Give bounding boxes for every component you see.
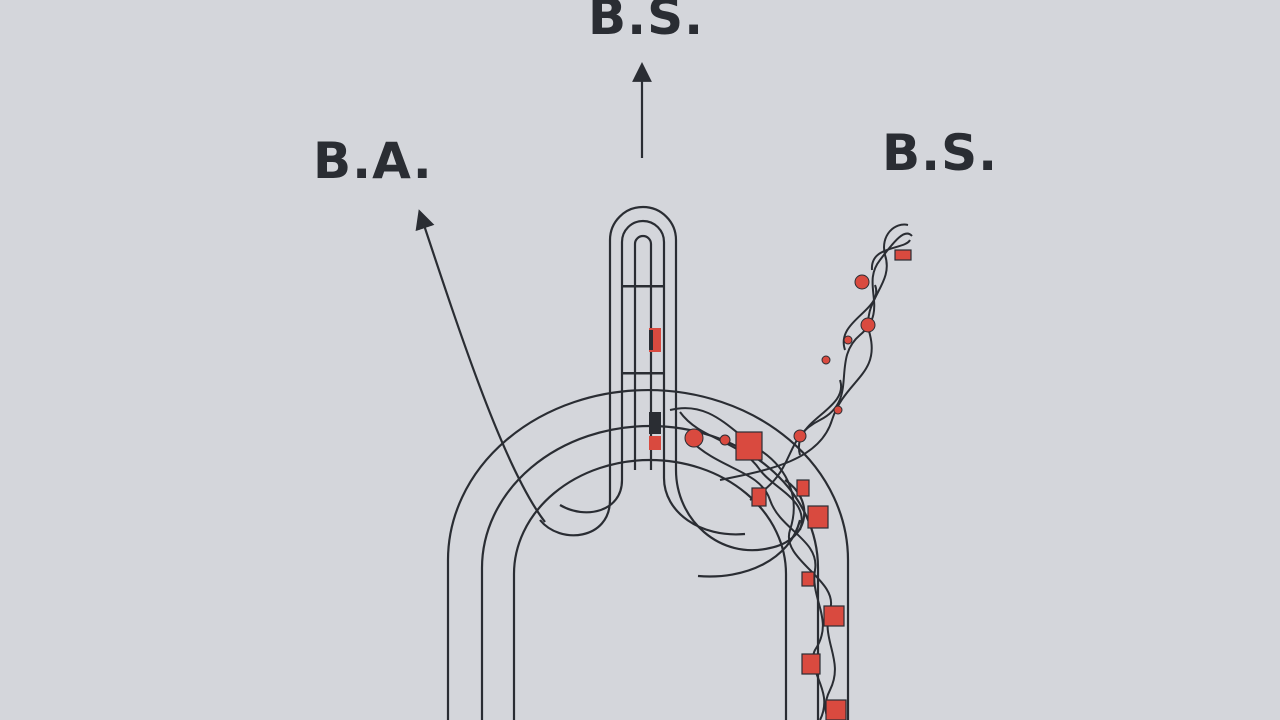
red-dot xyxy=(793,429,807,443)
helix-rung xyxy=(870,239,911,271)
red-marker xyxy=(801,653,821,675)
red-dot xyxy=(684,428,704,448)
red-dot xyxy=(719,434,731,446)
arch-helix-c xyxy=(679,411,803,531)
label-right: B.S. xyxy=(882,124,999,182)
arrow-left xyxy=(415,209,546,523)
stem-band xyxy=(623,372,663,375)
arch-track xyxy=(446,388,850,720)
hairpin-tail-line xyxy=(697,519,802,578)
stem-band-dark xyxy=(649,412,661,434)
helix-rung xyxy=(797,379,843,456)
red-markers xyxy=(735,249,912,720)
stem-band xyxy=(623,285,663,288)
red-marker xyxy=(825,699,847,720)
hairpin-loop xyxy=(539,205,806,578)
red-marker xyxy=(894,249,912,261)
hairpin-middle-line xyxy=(559,219,746,536)
red-dot xyxy=(854,274,870,290)
red-dot xyxy=(833,405,843,415)
red-marker xyxy=(735,431,763,461)
red-marker xyxy=(796,479,810,497)
hairpin-outer-line xyxy=(539,205,806,552)
stem-band-dark xyxy=(649,330,653,350)
red-dots xyxy=(684,274,876,448)
red-dot xyxy=(860,317,876,333)
arch-inner-line xyxy=(512,458,788,720)
red-dot xyxy=(843,335,853,345)
stem-bands xyxy=(623,285,663,450)
red-marker xyxy=(801,571,815,587)
label-top: B.S. xyxy=(588,0,705,46)
hairpin-inner-line xyxy=(633,234,653,470)
label-left: B.A. xyxy=(313,132,433,190)
helix-strand xyxy=(719,223,913,501)
red-dot xyxy=(821,355,831,365)
helix-strand-a xyxy=(749,232,913,501)
red-marker xyxy=(823,605,845,627)
red-marker xyxy=(751,487,767,507)
arrows xyxy=(415,62,652,523)
stem-band-red xyxy=(649,436,661,450)
arch-outer-line xyxy=(446,388,850,720)
red-marker xyxy=(807,505,829,529)
